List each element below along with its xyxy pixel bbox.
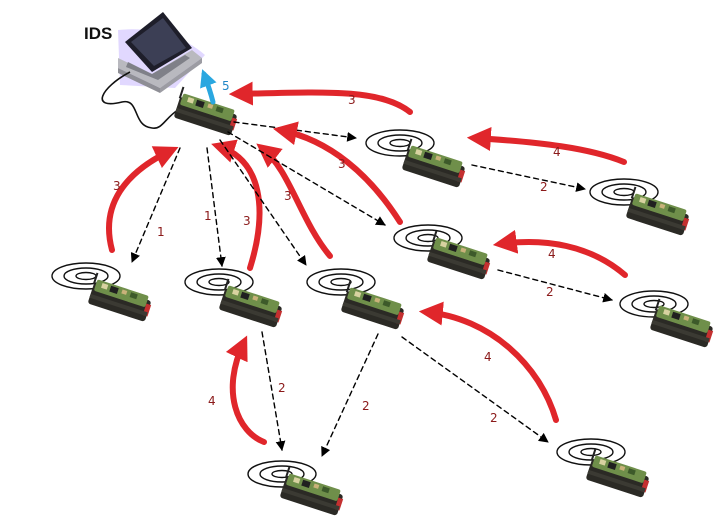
edge-label-node-mid-to-ids: 3 — [243, 214, 251, 228]
edge-label-right-lower-to-right: 4 — [548, 247, 556, 261]
edge-label-center-to-bottom: 2 — [362, 399, 370, 413]
edge-center-to-bottom — [321, 333, 379, 457]
edge-label-far-right-to-upper-right: 4 — [553, 145, 561, 159]
sensor-node-far-right — [589, 178, 694, 237]
edge-upper-right-to-far-right — [471, 164, 586, 192]
sensor-node-bottom-right — [556, 438, 654, 499]
edge-label-node-left-to-ids: 3 — [113, 179, 121, 193]
edge-node-upper-right-to-ids — [272, 121, 403, 225]
sensor-node-upper-right — [365, 129, 470, 189]
sensor-node-center — [306, 268, 409, 331]
edge-label-node-center-to-ids: 3 — [284, 189, 292, 203]
edge-label-bottom-to-mid: 4 — [208, 394, 216, 408]
sensor-node-mid — [184, 268, 287, 329]
sensor-node-base — [172, 86, 242, 137]
ids-label: IDS — [84, 24, 112, 43]
edge-ids-to-laptop — [200, 69, 217, 105]
edge-ids-to-node-center — [219, 139, 307, 266]
laptop-icon — [118, 12, 205, 93]
antenna-rings-icon — [556, 438, 626, 466]
sensor-node-left — [51, 262, 156, 323]
edge-label-node-right-to-ids: 3 — [348, 93, 356, 107]
antenna-rings-icon — [306, 268, 376, 296]
edge-bottom-to-mid — [225, 335, 267, 445]
cable — [101, 71, 179, 129]
edge-node-right-to-ids — [228, 81, 413, 115]
edge-right-to-right-lower — [497, 269, 613, 303]
sensor-node-right-lower — [619, 290, 718, 349]
edge-label-mid-to-bottom: 2 — [278, 381, 286, 395]
edge-label-ids-to-node-left: 1 — [157, 225, 165, 239]
edge-bottom-right-to-center — [418, 301, 559, 423]
edge-node-left-to-ids — [106, 146, 179, 253]
edge-label-center-to-bottom-right: 2 — [490, 411, 498, 425]
sensor-node-right — [393, 224, 495, 281]
edge-center-to-bottom-right — [401, 336, 549, 443]
sensor-node-bottom — [247, 460, 348, 517]
edge-label-right-to-right-lower: 2 — [546, 285, 554, 299]
edge-label-ids-to-node-mid: 1 — [204, 209, 212, 223]
edge-ids-to-node-upper-right — [233, 121, 357, 142]
edge-far-right-to-upper-right — [466, 127, 627, 165]
edge-label-node-upper-right-to-ids: 3 — [338, 157, 346, 171]
edge-node-center-to-ids — [256, 143, 333, 259]
edge-mid-to-bottom — [261, 331, 286, 451]
edge-ids-to-node-mid — [206, 147, 226, 267]
edge-ids-to-node-left — [130, 147, 181, 263]
edge-right-lower-to-right — [492, 229, 628, 278]
edge-ids-to-node-right — [227, 131, 386, 226]
edge-label-ids-to-laptop: 5 — [222, 79, 230, 93]
edge-label-upper-right-to-far-right: 2 — [540, 180, 548, 194]
edge-label-bottom-right-to-center: 4 — [484, 350, 492, 364]
edge-node-mid-to-ids — [211, 139, 263, 271]
